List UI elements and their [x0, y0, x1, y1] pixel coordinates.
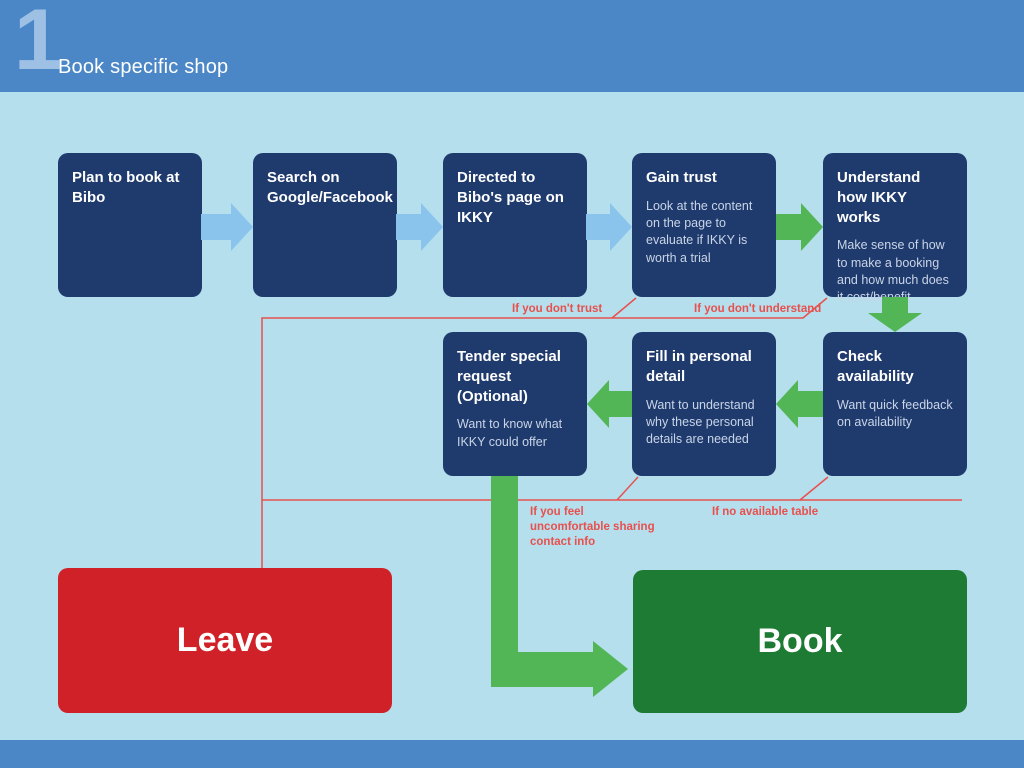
step-title: Tender special request (Optional): [457, 348, 561, 405]
step-tender-special-request: Tender special request (Optional) Want t…: [443, 332, 587, 476]
step-title: Check availability: [837, 348, 914, 385]
condition-label-no-table: If no available table: [712, 506, 819, 518]
condition-label-dont-trust: If you don't trust: [512, 303, 603, 315]
condition-label-dont-understand: If you don't understand: [694, 303, 822, 315]
step-title: Understand how IKKY works: [837, 169, 921, 226]
step-title: Search on Google/Facebook: [267, 169, 393, 206]
step-description: Want quick feedback on availability: [837, 397, 953, 429]
step-title: Plan to book at Bibo: [72, 169, 180, 206]
step-check-availability: Check availability Want quick feedback o…: [823, 332, 967, 476]
step-fill-personal-detail: Fill in personal detail Want to understa…: [632, 332, 776, 476]
leave-label: Leave: [176, 621, 274, 659]
slide-number: 1: [14, 0, 62, 88]
step-description: Look at the content on the page to evalu…: [646, 198, 753, 265]
step-gain-trust: Gain trust Look at the content on the pa…: [632, 153, 776, 297]
step-title: Fill in personal detail: [646, 348, 752, 385]
step-understand-how-ikky-works: Understand how IKKY works Make sense of …: [823, 153, 967, 304]
condition-label-uncomfortable: If you feel uncomfortable sharing contac…: [530, 506, 655, 548]
step-directed-to-page: Directed to Bibo's page on IKKY: [443, 153, 587, 297]
page-title: Book specific shop: [58, 56, 229, 78]
book-label: Book: [757, 622, 843, 660]
step-title: Gain trust: [646, 169, 717, 186]
step-description: Make sense of how to make a booking and …: [837, 238, 949, 305]
header-bar: 1 Book specific shop: [0, 0, 1024, 92]
step-search-google-facebook: Search on Google/Facebook: [253, 153, 397, 297]
step-description: Want to understand why these personal de…: [646, 397, 755, 447]
leave-node: Leave: [58, 568, 392, 713]
book-node: Book: [633, 570, 967, 713]
step-description: Want to know what IKKY could offer: [457, 417, 563, 449]
step-plan-to-book: Plan to book at Bibo: [58, 153, 202, 297]
step-title: Directed to Bibo's page on IKKY: [457, 169, 564, 226]
footer-bar: [0, 740, 1024, 768]
